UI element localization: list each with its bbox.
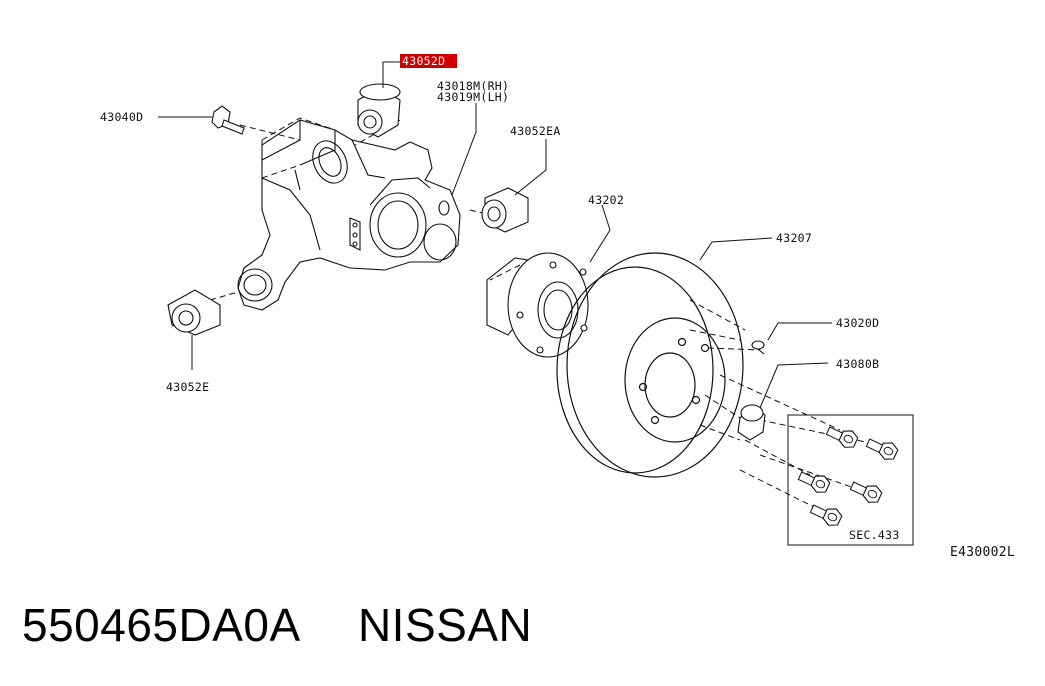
label-43207: 43207 xyxy=(776,231,812,245)
label-43019m: 43019M(LH) xyxy=(437,90,509,104)
part-number: 550465DA0A xyxy=(22,599,301,651)
label-43020d: 43020D xyxy=(836,316,879,330)
label-43018m: 43018M(RH) xyxy=(437,79,509,93)
bushing-top xyxy=(357,83,401,138)
label-43052ea: 43052EA xyxy=(510,124,561,138)
brake-rotor xyxy=(556,252,744,478)
leader-lines xyxy=(158,61,832,409)
steering-knuckle xyxy=(237,119,461,311)
section-box xyxy=(787,414,914,546)
brand-name: NISSAN xyxy=(357,599,533,651)
wheel-bolts xyxy=(797,426,901,530)
bushing-left xyxy=(167,289,221,336)
rotor-phantom xyxy=(689,299,881,516)
label-43202: 43202 xyxy=(588,193,624,207)
footer-caption: 550465DA0A NISSAN xyxy=(22,598,532,652)
hub-phantom xyxy=(489,264,521,281)
label-43052d: 43052D xyxy=(402,54,445,68)
phantom-lines xyxy=(209,117,506,301)
label-43052e: 43052E xyxy=(166,380,209,394)
label-43040d: 43040D xyxy=(100,110,143,124)
wheel-hub xyxy=(486,252,589,358)
figure-id: E430002L xyxy=(950,545,1015,560)
bushing-right xyxy=(481,187,529,233)
rotor-screw xyxy=(751,340,765,355)
label-sec433: SEC.433 xyxy=(849,528,900,542)
highlight-box xyxy=(400,54,457,68)
label-43080b: 43080B xyxy=(836,357,879,371)
grease-cap xyxy=(737,404,766,441)
knuckle-bolt xyxy=(211,105,245,135)
